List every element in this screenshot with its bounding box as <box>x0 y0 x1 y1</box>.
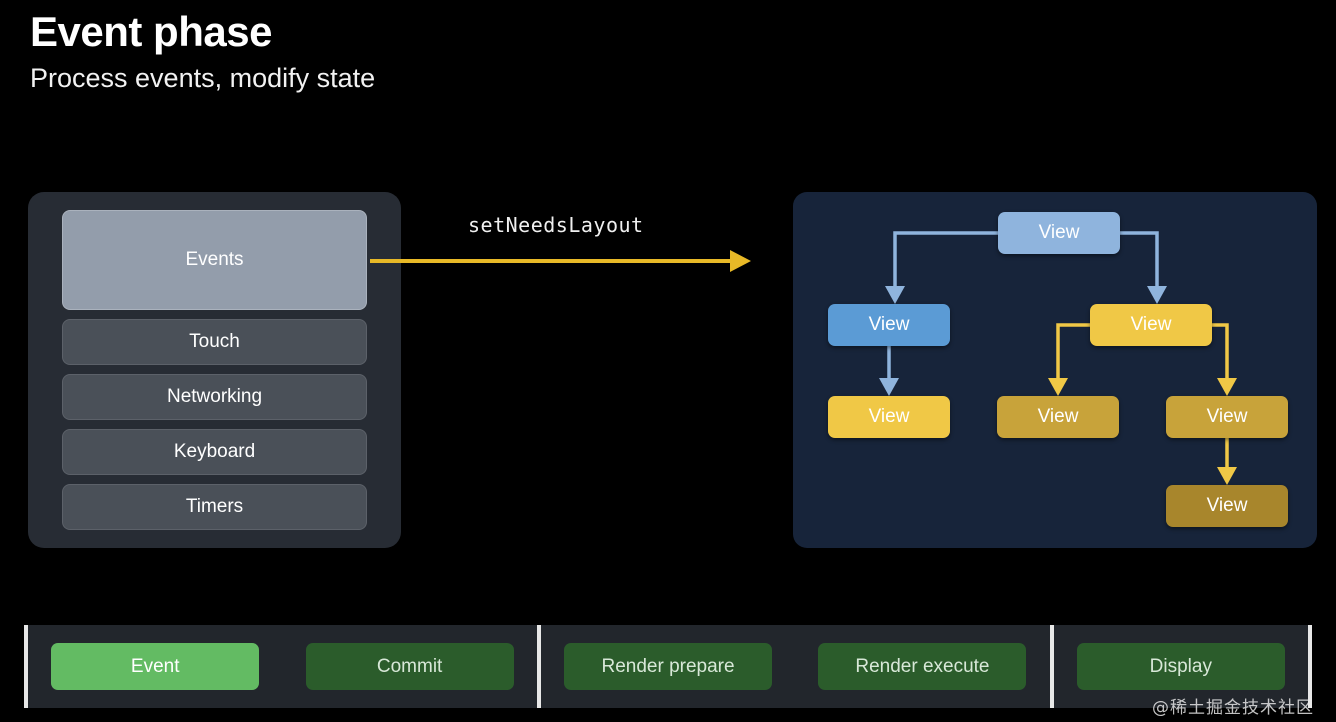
event-source-label: Timers <box>185 496 244 517</box>
phase-chip-render-prepare[interactable]: Render prepare <box>564 643 773 690</box>
event-source-networking[interactable]: Networking <box>62 374 367 420</box>
phase-label: Commit <box>376 655 443 677</box>
view-node-label: View <box>1038 222 1080 243</box>
phase-timeline: Event Commit Render prepare Render execu… <box>24 625 1313 708</box>
page-subtitle: Process events, modify state <box>30 63 376 93</box>
view-node-label: View <box>868 406 910 427</box>
view-node-child-2b1[interactable]: View <box>1166 485 1288 527</box>
event-source-touch[interactable]: Touch <box>62 319 367 365</box>
timeline-segment-render-prepare: Render prepare <box>541 625 795 708</box>
timeline-divider-2 <box>1049 625 1054 708</box>
flow-arrow-icon <box>370 250 751 272</box>
view-node-label: View <box>1037 406 1079 427</box>
event-source-label: Keyboard <box>173 441 256 462</box>
event-sources-panel: Events Touch Networking Keyboard Timers <box>28 192 401 548</box>
event-source-label: Events <box>185 249 244 270</box>
view-node-child-1[interactable]: View <box>828 304 950 346</box>
watermark: @稀土掘金技术社区 <box>1152 698 1314 718</box>
phase-chip-commit[interactable]: Commit <box>305 643 514 690</box>
view-node-label: View <box>1130 314 1172 335</box>
timeline-segment-display: Display <box>1054 625 1308 708</box>
timeline-segment-commit: Commit <box>282 625 536 708</box>
event-source-timers[interactable]: Timers <box>62 484 367 530</box>
view-node-child-1a[interactable]: View <box>828 396 950 438</box>
event-source-keyboard[interactable]: Keyboard <box>62 429 367 475</box>
phase-chip-event[interactable]: Event <box>51 643 260 690</box>
timeline-divider-start <box>24 625 28 708</box>
view-node-root[interactable]: View <box>998 212 1120 254</box>
view-tree-connectors <box>879 231 1237 485</box>
timeline-segment-render-execute: Render execute <box>795 625 1049 708</box>
view-node-child-2a[interactable]: View <box>997 396 1119 438</box>
flow-arrow-label: setNeedsLayout <box>468 213 644 237</box>
timeline-divider-1 <box>536 625 541 708</box>
view-node-child-2[interactable]: View <box>1090 304 1212 346</box>
view-node-label: View <box>868 314 910 335</box>
phase-label: Display <box>1149 655 1212 677</box>
phase-label: Event <box>130 655 180 677</box>
view-node-label: View <box>1206 495 1248 516</box>
phase-label: Render prepare <box>601 655 735 677</box>
event-source-label: Touch <box>189 331 240 352</box>
event-source-label: Networking <box>166 386 263 407</box>
timeline-segment-event: Event <box>28 625 282 708</box>
phase-label: Render execute <box>855 655 990 677</box>
page-title: Event phase <box>30 8 272 55</box>
event-source-events[interactable]: Events <box>62 210 367 310</box>
timeline-divider-end <box>1308 625 1313 708</box>
phase-chip-display[interactable]: Display <box>1076 643 1285 690</box>
slide-header: Event phase Process events, modify state <box>30 6 375 96</box>
view-node-label: View <box>1206 406 1248 427</box>
phase-chip-render-execute[interactable]: Render execute <box>818 643 1027 690</box>
view-tree-panel: View View View View View View View <box>793 192 1317 548</box>
view-node-child-2b[interactable]: View <box>1166 396 1288 438</box>
